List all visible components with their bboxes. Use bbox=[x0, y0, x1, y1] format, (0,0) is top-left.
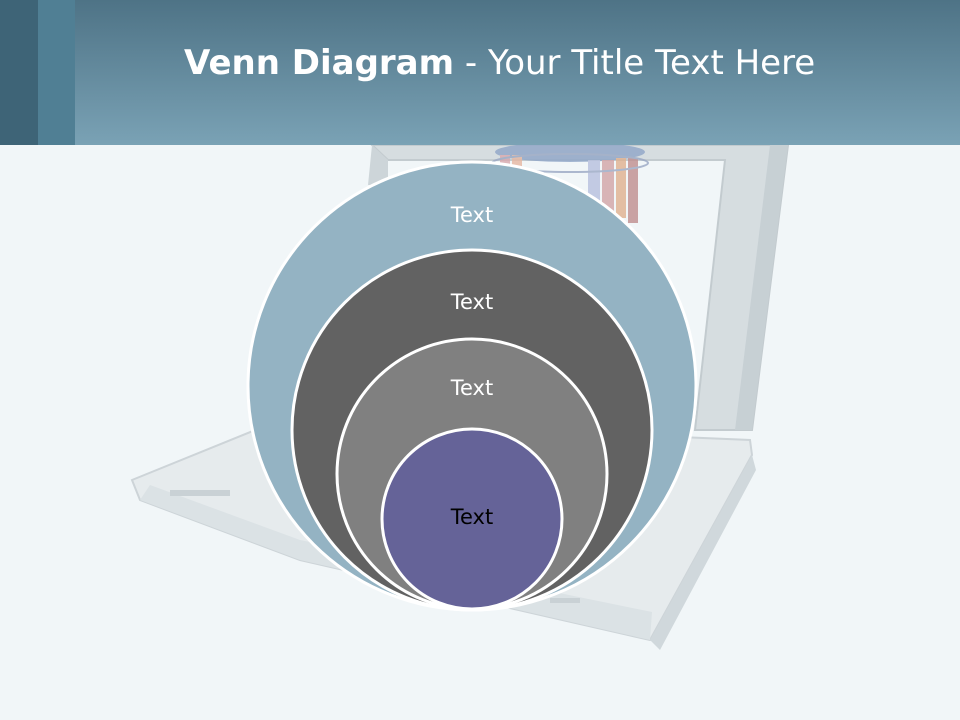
header-accent-stripe-light bbox=[38, 0, 75, 145]
circle-inner-label: Text bbox=[450, 505, 494, 529]
header-band bbox=[0, 0, 960, 145]
header-accent-stripe bbox=[0, 0, 38, 145]
circle-third-label: Text bbox=[450, 376, 494, 400]
slide-title-rest: - Your Title Text Here bbox=[454, 43, 816, 83]
circle-inner bbox=[380, 427, 564, 611]
circle-second-label: Text bbox=[450, 290, 494, 314]
slide-title: Venn Diagram - Your Title Text Here bbox=[184, 38, 815, 88]
slide-title-bold: Venn Diagram bbox=[184, 43, 455, 83]
circle-outer-label: Text bbox=[450, 203, 494, 227]
